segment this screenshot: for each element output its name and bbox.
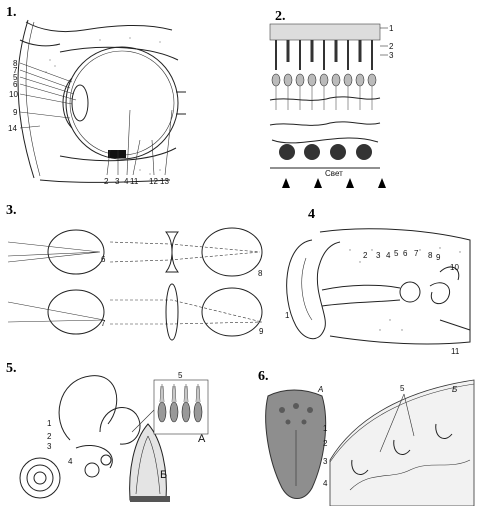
panel-6-label-1: 1: [323, 424, 328, 433]
panel-6-label-5: 5: [400, 384, 405, 393]
receptor-nucleus: [368, 74, 376, 86]
panel-5-label-3: 3: [47, 442, 52, 451]
receptor-nucleus: [308, 74, 316, 86]
panel-4-label-1: 1: [285, 311, 290, 320]
receptor-nucleus: [284, 74, 292, 86]
ganglion-cell: [330, 144, 346, 160]
panel-5-label-2: 2: [47, 432, 52, 441]
receptor-nucleus: [356, 74, 364, 86]
panel-5-inner-ear: 5. 5 А Б 1 2 3 4: [6, 361, 208, 502]
panel-3-label-7: 7: [101, 319, 106, 328]
panel-4-label-7: 7: [414, 249, 419, 258]
hair-cell: [158, 402, 166, 422]
panel-5-label-5: 5: [178, 371, 183, 380]
panel-4-label-4: 4: [386, 251, 391, 260]
panel-4-label-8: 8: [428, 251, 433, 260]
panel-4-label-9: 9: [436, 253, 441, 262]
pigment-layer: [270, 24, 380, 40]
panel-2-retina: 2. Свет 1 2 3: [270, 9, 394, 188]
panel-5-label-1: 1: [47, 419, 52, 428]
panel-5-number: 5.: [6, 361, 17, 376]
panel-4-ear: 4 1 2 3 4 5 6 7 8 9 10 11: [285, 207, 470, 356]
light-arrow: [282, 178, 290, 188]
panel-3-refraction: 3. 6 7 8 9: [6, 203, 264, 340]
hair-cell: [182, 402, 190, 422]
panel-2-label-1: 1: [389, 24, 394, 33]
ganglion-cell: [304, 144, 320, 160]
panel-6-number: 6.: [258, 369, 269, 384]
panel-5-label-4: 4: [68, 457, 73, 466]
panel-1-label-6: 6: [13, 80, 18, 89]
panel-1-label-2: 2: [104, 177, 109, 186]
panel-4-label-2: 2: [363, 251, 368, 260]
panel-6-inset-b: Б: [452, 385, 457, 394]
crista-base: [130, 496, 170, 502]
panel-6-label-2: 2: [323, 439, 328, 448]
panel-1-label-14: 14: [8, 124, 17, 133]
panel-1-label-9: 9: [13, 108, 18, 117]
panel-1-label-11: 11: [130, 177, 139, 186]
panel-1-label-4: 4: [124, 177, 129, 186]
panel-5-inset-a: А: [198, 433, 206, 445]
light-arrow: [378, 178, 386, 188]
panel-1-eye-orbit: 1.: [6, 5, 186, 186]
light-arrow: [346, 178, 354, 188]
panel-3-number: 3.: [6, 203, 17, 218]
panel-5-inset-b: Б: [160, 469, 167, 481]
ganglion-cell: [356, 144, 372, 160]
panel-4-number: 4: [308, 207, 315, 222]
panel-3-label-6: 6: [101, 255, 106, 264]
ganglion-cell: [279, 144, 295, 160]
receptor-nucleus: [296, 74, 304, 86]
panel-3-label-9: 9: [259, 327, 264, 336]
panel-2-number: 2.: [275, 9, 286, 24]
light-arrow: [314, 178, 322, 188]
panel-6-tongue: 6. А 1 2 3 4 5 Б: [258, 369, 474, 506]
receptor-nucleus: [332, 74, 340, 86]
panel-6-inset-a: А: [317, 385, 323, 394]
panel-1-label-12: 12: [149, 177, 158, 186]
panel-6-label-4: 4: [323, 479, 328, 488]
panel-4-label-5: 5: [394, 249, 399, 258]
panel-4-label-6: 6: [403, 249, 408, 258]
panel-6-label-3: 3: [323, 457, 328, 466]
panel-1-label-10: 10: [9, 90, 18, 99]
panel-1-label-3: 3: [115, 177, 120, 186]
panel-4-label-3: 3: [376, 251, 381, 260]
light-label: Свет: [325, 169, 343, 178]
receptor-nucleus: [272, 74, 280, 86]
panel-1-number: 1.: [6, 5, 17, 20]
panel-4-label-10: 10: [450, 263, 459, 272]
panel-4-label-11: 11: [451, 347, 460, 356]
panel-2-label-2: 2: [389, 42, 394, 51]
eye-muscle-dark: [108, 150, 126, 158]
panel-2-label-3: 3: [389, 51, 394, 60]
hair-cell: [194, 402, 202, 422]
panel-3-label-8: 8: [258, 269, 263, 278]
receptor-nucleus: [320, 74, 328, 86]
panel-1-label-13: 13: [160, 177, 169, 186]
hair-cell: [170, 402, 178, 422]
receptor-nucleus: [344, 74, 352, 86]
